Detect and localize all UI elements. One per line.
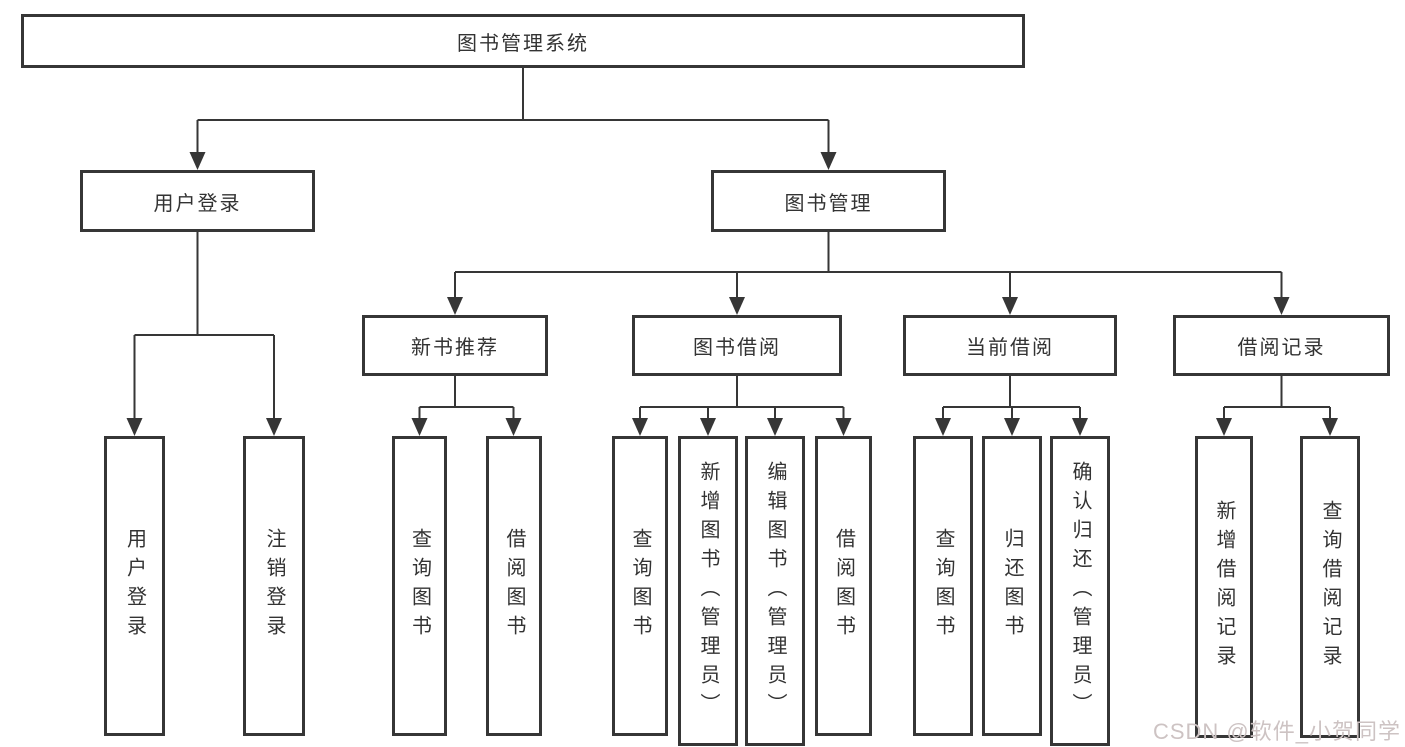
node-new-book-recommend: 新书推荐: [362, 315, 548, 376]
node-borrow-records: 借阅记录: [1173, 315, 1390, 376]
leaf-confirm-return-admin: 确认归还（管理员）: [1050, 436, 1110, 746]
node-book-management: 图书管理: [711, 170, 946, 232]
node-library-system: 图书管理系统: [21, 14, 1025, 68]
leaf-borrow-books: 借阅图书: [815, 436, 872, 736]
leaf-query-books-recommend: 查询图书: [392, 436, 447, 736]
leaf-borrow-books-recommend: 借阅图书: [486, 436, 542, 736]
leaf-user-login: 用户登录: [104, 436, 165, 736]
leaf-query-books-current: 查询图书: [913, 436, 973, 736]
node-book-borrow: 图书借阅: [632, 315, 842, 376]
node-current-borrow: 当前借阅: [903, 315, 1117, 376]
leaf-query-books-borrow: 查询图书: [612, 436, 668, 736]
leaf-return-books: 归还图书: [982, 436, 1042, 736]
leaf-add-books-admin: 新增图书（管理员）: [678, 436, 738, 746]
leaf-add-borrow-record: 新增借阅记录: [1195, 436, 1253, 738]
leaf-query-borrow-record: 查询借阅记录: [1300, 436, 1360, 738]
leaf-edit-books-admin: 编辑图书（管理员）: [745, 436, 805, 746]
node-user-login: 用户登录: [80, 170, 315, 232]
leaf-logout: 注销登录: [243, 436, 305, 736]
